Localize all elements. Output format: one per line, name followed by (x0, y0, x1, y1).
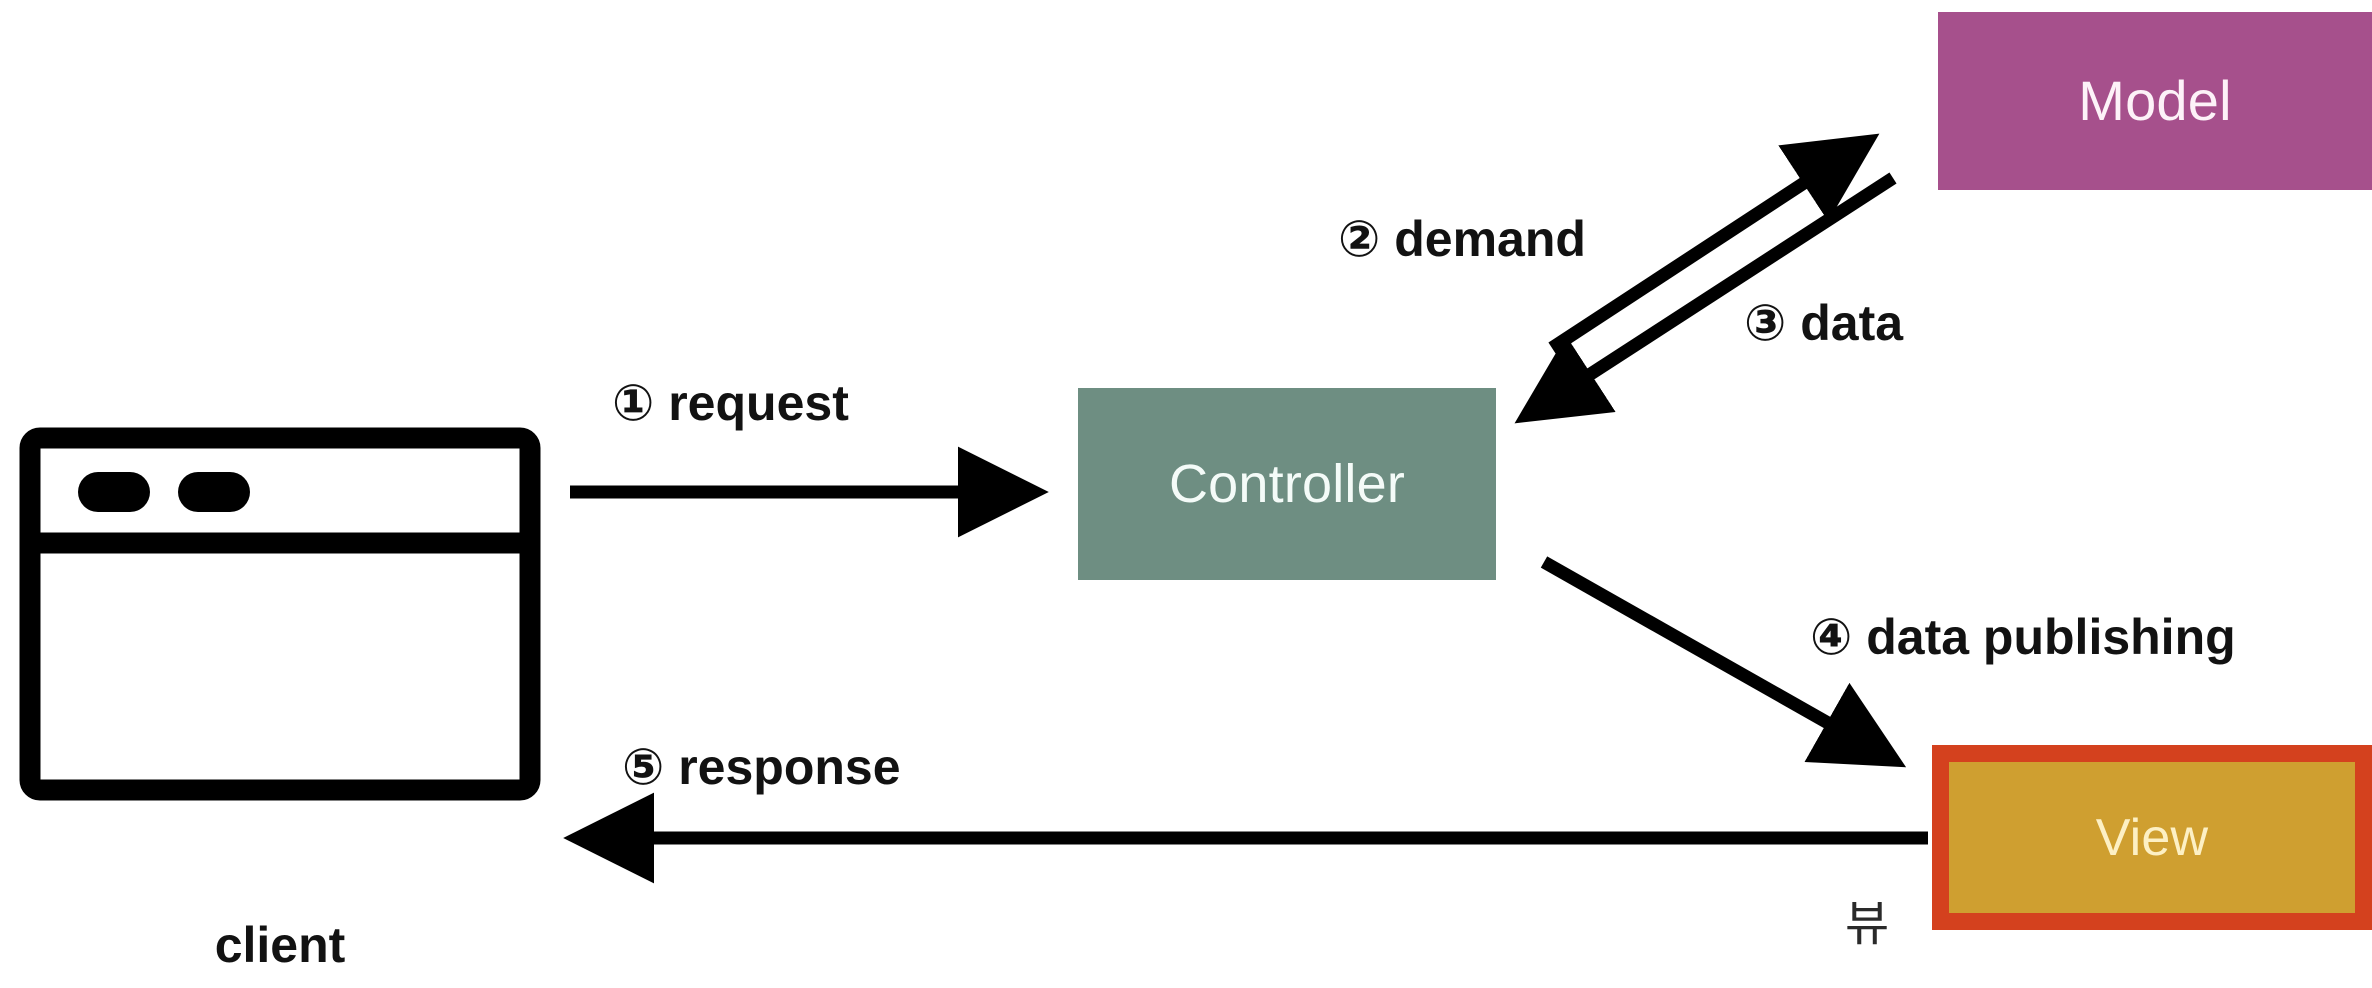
edge-label-request: ① request (612, 375, 849, 431)
node-controller[interactable]: Controller (1078, 388, 1496, 580)
node-view[interactable]: View (1932, 745, 2372, 930)
edge-label-demand: ② demand (1338, 211, 1586, 267)
edge-label-data: ③ data (1744, 295, 1904, 351)
edge-label-response: ⑤ response (622, 739, 901, 795)
node-model[interactable]: Model (1938, 12, 2372, 190)
node-client-label: client (214, 917, 346, 973)
browser-window-icon (19, 427, 541, 801)
node-view-label: View (2095, 808, 2209, 867)
edge-label-data-publishing: ④ data publishing (1810, 609, 2236, 665)
view-hangul-annotation: 뷰 (1845, 896, 1890, 952)
node-controller-label: Controller (1168, 454, 1406, 514)
node-model-label: Model (2078, 69, 2232, 132)
